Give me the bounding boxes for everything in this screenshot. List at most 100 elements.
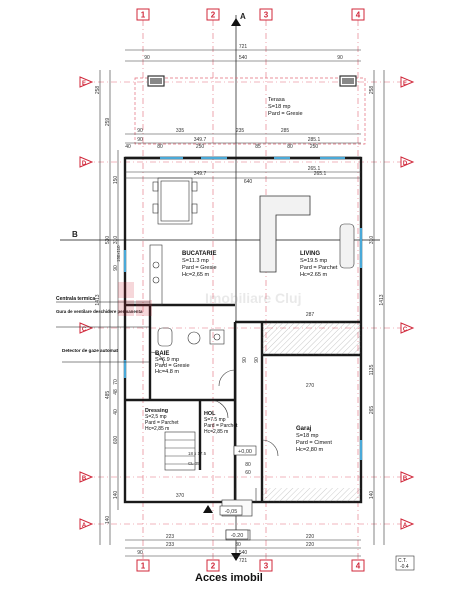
row-axis-labels: E E D D C C B B A A	[79, 76, 415, 530]
dim-bottom-5: 540	[239, 550, 248, 556]
level-minus-005: -0,05	[225, 509, 238, 515]
hall-floor: Pard = Parchet	[204, 423, 238, 429]
living-area: S=19.5 mp	[300, 258, 327, 264]
kitchen-floor: Pard = Gresie	[182, 265, 217, 271]
dim-right-3: 310	[369, 236, 375, 245]
garage-floor: Pard = Ciment	[296, 440, 332, 446]
dim-right-4: 265	[369, 406, 375, 415]
dim-top-6: 285	[281, 128, 290, 134]
living-furniture	[259, 195, 355, 273]
dim-bottom-7: 370	[176, 493, 185, 499]
dim-right-2: 1135	[369, 364, 375, 375]
kitchen-name: BUCATARIE	[182, 251, 216, 257]
section-a-top: A	[240, 12, 246, 21]
axis-4-top: 4	[356, 11, 361, 20]
dim-left-9: 48	[113, 389, 119, 395]
dim-left-0: 258	[95, 86, 101, 95]
windows	[123, 156, 363, 460]
left-annotations: Centrala termica Gura de ventilare desch…	[56, 296, 150, 363]
dim-left-6: 485	[105, 391, 111, 400]
axis-2-top: 2	[211, 11, 216, 20]
dim-top-17: 40	[125, 144, 131, 150]
access-title: Acces imobil	[195, 572, 263, 584]
dim-right-0: 258	[369, 86, 375, 95]
axis-A-right: A	[403, 523, 408, 529]
dim-top-3: 90	[337, 55, 343, 61]
living-name: LIVING	[300, 251, 320, 257]
sheet-level: -0.4	[400, 564, 409, 570]
axis-3-top: 3	[264, 11, 269, 20]
bathroom-fixtures	[157, 327, 225, 347]
axis-2-bottom: 2	[211, 562, 216, 571]
garage-door-hatch	[262, 488, 361, 502]
dim-bottom-4: 220	[306, 534, 315, 540]
dim-top-7: 349.7	[194, 137, 207, 143]
watermark-text: Imobiliare Cluj	[205, 290, 301, 306]
hall-name: HOL	[204, 411, 216, 417]
storage-hatch	[262, 322, 361, 355]
dim-top-8: 250	[196, 144, 205, 150]
dim-bottom-8: 90	[137, 550, 143, 556]
garage-height: Hc=2,80 m	[296, 447, 324, 453]
section-b-label: B	[72, 230, 78, 239]
terrace: Terasa S=18 mp Pard = Gresie	[134, 75, 366, 145]
stairs	[164, 431, 196, 471]
section-arrow-top	[231, 18, 241, 26]
terrace-area: S=18 mp	[268, 104, 291, 110]
bath-height: Hc=4.8 m	[155, 369, 179, 375]
dressing-height: Hc=2,85 m	[145, 426, 169, 432]
dim-top-2: 540	[239, 55, 248, 61]
dressing-name: Dressing	[145, 408, 168, 414]
axis-E-left: E	[82, 81, 86, 87]
dimension-lines	[99, 49, 385, 557]
dim-top-19: 349.7	[194, 171, 207, 177]
dim-left-8: 70	[113, 379, 119, 385]
dressing-area: S=2,5 mp	[145, 414, 167, 420]
dim-left-1: 259	[105, 118, 111, 127]
dim-inner-5: 60	[245, 470, 251, 476]
dimension-texts: 721 90 540 90 90 335 285 349.7 250 235 2…	[95, 44, 385, 564]
dim-top-4: 90	[137, 128, 143, 134]
kitchen-furniture	[149, 177, 198, 306]
dim-left-10: 40	[113, 409, 119, 415]
dim-left-2: 150	[113, 176, 119, 185]
entry-arrow	[203, 505, 213, 513]
dim-left-12: 140	[113, 491, 119, 500]
axis-D-right: D	[403, 161, 408, 167]
living-floor: Pard = Parchet	[300, 265, 338, 271]
bath-name: BAIE	[155, 351, 169, 357]
room-labels: BUCATARIE S=11.3 mp Pard = Gresie Hc=2,6…	[145, 251, 338, 453]
living-height: Hc=2.65 m	[300, 272, 328, 278]
axis-D-left: D	[82, 161, 87, 167]
hall-height: Hc=2,85 m	[204, 429, 228, 435]
axis-3-bottom: 3	[264, 562, 269, 571]
garage-area: S=18 mp	[296, 433, 319, 439]
dim-top-9: 235	[236, 128, 245, 134]
bath-floor: Pard = Gresie	[155, 363, 190, 369]
dim-bottom-2: 220	[306, 542, 315, 548]
dim-top-14: 80	[157, 144, 163, 150]
axis-A-left: A	[82, 523, 87, 529]
dim-left-7: 1413	[95, 294, 101, 305]
dim-inner-3: 90	[254, 357, 260, 363]
dim-top-16: 80	[287, 144, 293, 150]
doors	[149, 351, 279, 502]
section-markers: B A	[60, 12, 380, 561]
dim-inner-4: 90	[242, 357, 248, 363]
dim-bottom-3: 80	[235, 542, 241, 548]
axis-C-left: C	[82, 327, 87, 333]
axis-4-bottom: 4	[356, 562, 361, 571]
kitchen-height: Hc=2,65 m	[182, 272, 210, 278]
window-size-label: 150x110	[116, 245, 121, 262]
dim-top-15: 85	[255, 144, 261, 150]
dim-inner-1: 270	[306, 383, 315, 389]
door-label: CL 35	[188, 461, 200, 466]
watermark: Imobiliare Cluj	[118, 282, 301, 316]
axis-1-bottom: 1	[141, 562, 146, 571]
level-minus-020: -0.20	[231, 533, 244, 539]
dressing-floor: Pard = Parchet	[145, 420, 179, 426]
dim-right-5: 140	[369, 491, 375, 500]
dim-inner-2: 80	[245, 462, 251, 468]
section-arrow-bottom	[231, 553, 241, 561]
